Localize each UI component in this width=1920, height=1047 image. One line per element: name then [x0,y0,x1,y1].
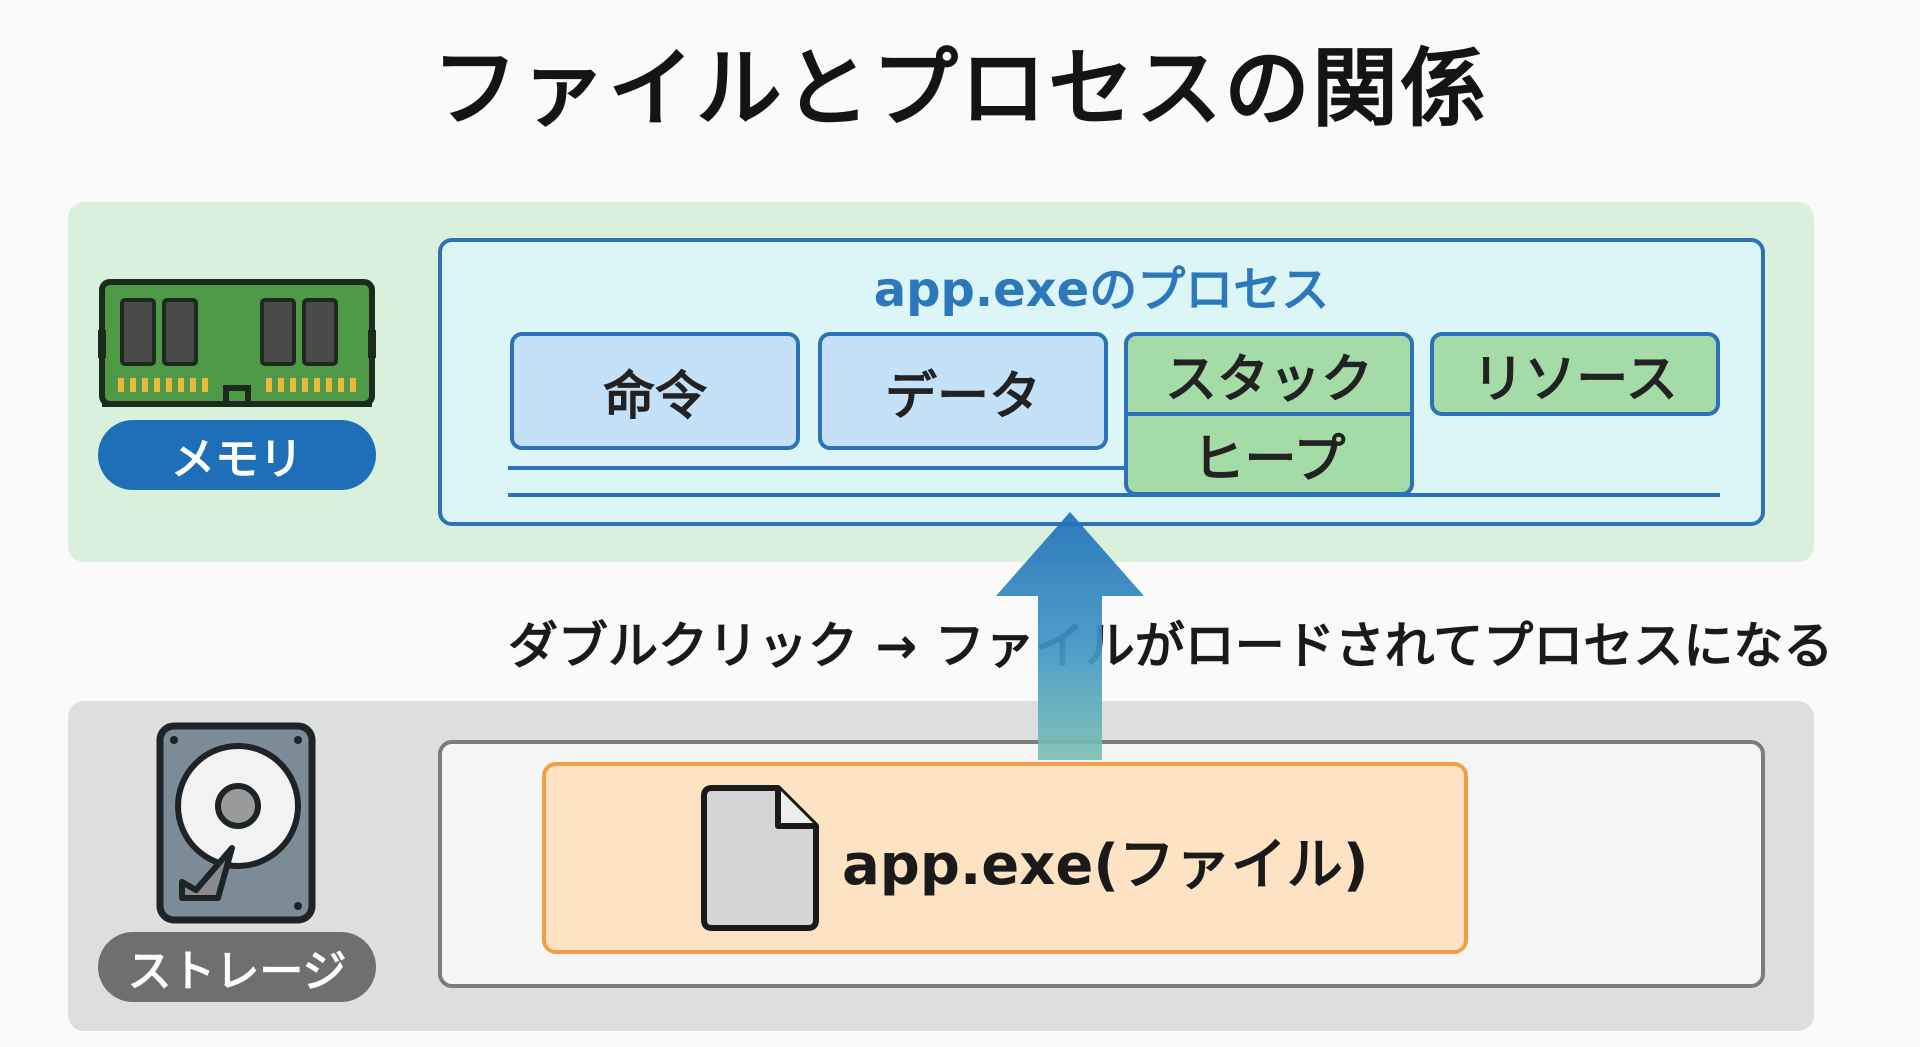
memory-label: メモリ [98,420,376,490]
segment-heap: ヒープ [1124,412,1414,496]
document-icon [701,785,819,931]
segment-stack: スタック [1124,332,1414,416]
diagram-title: ファイルとプロセスの関係 [432,39,1488,139]
up-arrow-icon [996,512,1144,760]
segment-instructions: 命令 [510,332,800,450]
segment-data: データ [818,332,1108,450]
load-caption: ダブルクリック → ファイルがロードされてプロセスになる [508,617,1834,675]
segment-resources: リソース [1430,332,1720,416]
file-box [542,762,1468,954]
process-title: app.exeのプロセス [873,262,1330,318]
file-label: app.exe(ファイル) [842,833,1369,898]
process-divider-lower [508,493,1720,497]
hard-disk-icon [156,722,316,924]
ram-module-icon [98,279,376,407]
process-divider-upper [508,466,1126,470]
storage-label: ストレージ [98,932,376,1002]
